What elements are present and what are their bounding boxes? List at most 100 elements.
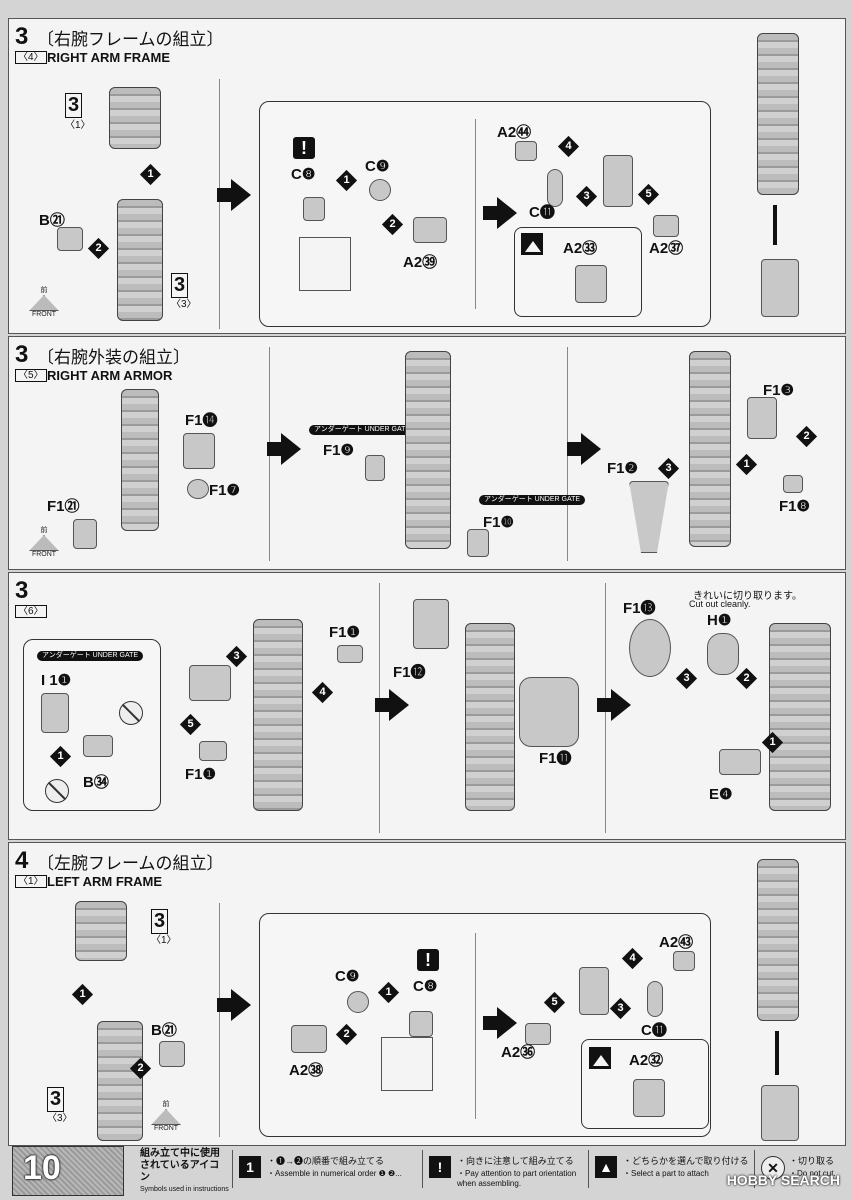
front-indicator: 前 FRONT xyxy=(25,525,63,558)
part-label-f114: F1⓮ xyxy=(185,412,218,429)
arm-assembly xyxy=(769,623,831,811)
part-f18 xyxy=(783,475,803,493)
step-substep: 〈5〉 xyxy=(15,369,47,382)
step-1-marker: 1 xyxy=(377,981,400,1004)
step-2-marker: 2 xyxy=(381,213,404,236)
part-label-f11-bottom: F1❶ xyxy=(185,766,216,783)
step-5-marker: 5 xyxy=(543,991,566,1014)
section-arm-armor-cont: 3 〈6〉 アンダーゲート UNDER GATE I 1❶ 1 B㉞ 3 2 5… xyxy=(8,572,846,840)
detail-divider xyxy=(475,933,476,1119)
hand-part xyxy=(761,259,799,317)
part-label-f121: F1㉑ xyxy=(47,498,80,515)
front-indicator: 前 FRONT xyxy=(147,1099,185,1132)
section-title-jp: 〔右腕外装の組立〕 xyxy=(37,348,190,368)
under-gate-label: アンダーゲート UNDER GATE xyxy=(479,495,586,505)
part-label-i11: I 1❶ xyxy=(41,672,72,689)
part-label-h1: H❶ xyxy=(707,612,732,629)
part-label-f111: F1⓫ xyxy=(539,750,572,767)
step-3-marker: 3 xyxy=(225,645,248,668)
step-1-marker: 1 xyxy=(335,169,358,192)
detail-divider xyxy=(475,119,476,309)
cut-note-jp: きれいに切り取ります。 xyxy=(693,591,802,602)
part-c11 xyxy=(547,169,563,207)
flow-arrow-icon xyxy=(567,433,601,465)
select-part-icon xyxy=(521,233,543,255)
part-label-c11: C⓫ xyxy=(529,204,555,221)
legend-text-en: ・Pay attention to part orientation when … xyxy=(457,1169,577,1188)
part-label-b21: B㉑ xyxy=(39,212,65,229)
part-f19 xyxy=(365,455,385,481)
ref-substep-2: 〈3〉 xyxy=(171,299,197,310)
step-4-marker: 4 xyxy=(311,681,334,704)
step-4-marker: 4 xyxy=(621,947,644,970)
part-label-b34: B㉞ xyxy=(83,774,109,791)
step-3-marker: 3 xyxy=(657,457,680,480)
part-label-c11: C⓫ xyxy=(641,1022,667,1039)
arm-assembly xyxy=(405,351,451,549)
part-f114 xyxy=(183,433,215,469)
arm-frame-part xyxy=(121,389,159,531)
step-4-marker: 4 xyxy=(557,135,580,158)
part-f112 xyxy=(413,599,449,649)
part-label-c8: C❽ xyxy=(291,166,316,183)
step-3-marker: 3 xyxy=(575,185,598,208)
part-f110 xyxy=(467,529,489,557)
arm-assembly xyxy=(253,619,303,811)
legend-text-jp: ・向きに注意して組み立てる xyxy=(457,1156,574,1166)
assembled-arm-frame xyxy=(757,859,799,1021)
part-label-a253: A2㊸ xyxy=(659,934,694,951)
step-number: 3 xyxy=(15,577,29,604)
part-label-a236: A2㊱ xyxy=(501,1044,536,1061)
front-label-jp: 前 xyxy=(40,527,48,534)
part-c8 xyxy=(303,197,325,221)
section-title-en: RIGHT ARM FRAME xyxy=(47,50,171,65)
part-label-a254: A2㊹ xyxy=(497,124,532,141)
step-3-marker: 3 xyxy=(609,997,632,1020)
section-title-en: RIGHT ARM ARMOR xyxy=(47,368,173,383)
step-2-marker: 2 xyxy=(735,667,758,690)
ref-step: 3 xyxy=(151,909,169,934)
legend-text-jp: ・どちらかを選んで取り付ける xyxy=(623,1156,749,1166)
under-gate-label: アンダーゲート UNDER GATE xyxy=(309,425,416,435)
part-f111 xyxy=(519,677,579,747)
legend-text-jp: ・❶→❷の順番で組み立てる xyxy=(267,1156,385,1166)
part-label-b21: B㉑ xyxy=(151,1022,177,1039)
part-label-f113: F1⓭ xyxy=(623,600,656,617)
section-title-en: LEFT ARM FRAME xyxy=(47,874,163,889)
step-2-marker: 2 xyxy=(129,1057,152,1080)
detail-inset xyxy=(299,237,351,291)
part-label-a238: A2㊳ xyxy=(289,1062,324,1079)
step-5-marker: 5 xyxy=(179,713,202,736)
part-label-f12: F1❷ xyxy=(607,460,638,477)
part-f13 xyxy=(747,397,777,439)
part-b21 xyxy=(159,1041,185,1067)
ref-substep: 〈1〉 xyxy=(65,120,91,131)
part-a253 xyxy=(673,951,695,971)
legend-item-cut: ✕ ・切り取る ・Do not cut. xyxy=(754,1150,843,1188)
do-not-cut-icon: ✕ xyxy=(761,1156,785,1180)
divider xyxy=(219,79,220,329)
arm-assembly xyxy=(689,351,731,547)
select-part-icon xyxy=(589,1047,611,1069)
ref-step-2: 3 xyxy=(171,273,189,298)
step-number: 3 xyxy=(15,341,29,368)
part-label-a239: A2㊴ xyxy=(403,254,438,271)
part-f12 xyxy=(629,481,669,553)
legend-title-en: Symbols used in instructions xyxy=(140,1186,229,1193)
flow-arrow-icon xyxy=(217,989,251,1021)
section-left-arm-frame: 4 〈1〉 〔左腕フレームの組立〕 LEFT ARM FRAME 3 〈1〉 1… xyxy=(8,842,846,1146)
do-not-cut-icon xyxy=(45,779,69,803)
part-f11-top xyxy=(337,645,363,663)
front-indicator: 前 FRONT xyxy=(25,285,63,318)
assembled-arm-frame xyxy=(757,33,799,195)
step-number: 4 xyxy=(15,847,29,874)
detail-inset xyxy=(381,1037,433,1091)
step-substep: 〈1〉 xyxy=(15,875,47,888)
part-label-a232: A2㉜ xyxy=(629,1052,664,1069)
step-3-marker: 3 xyxy=(675,667,698,690)
select-part-icon: ▲ xyxy=(595,1156,617,1178)
ref-step-2: 3 xyxy=(47,1087,65,1112)
elbow-joint-part xyxy=(603,155,633,207)
front-label-jp: 前 xyxy=(162,1101,170,1108)
part-a238 xyxy=(291,1025,327,1053)
